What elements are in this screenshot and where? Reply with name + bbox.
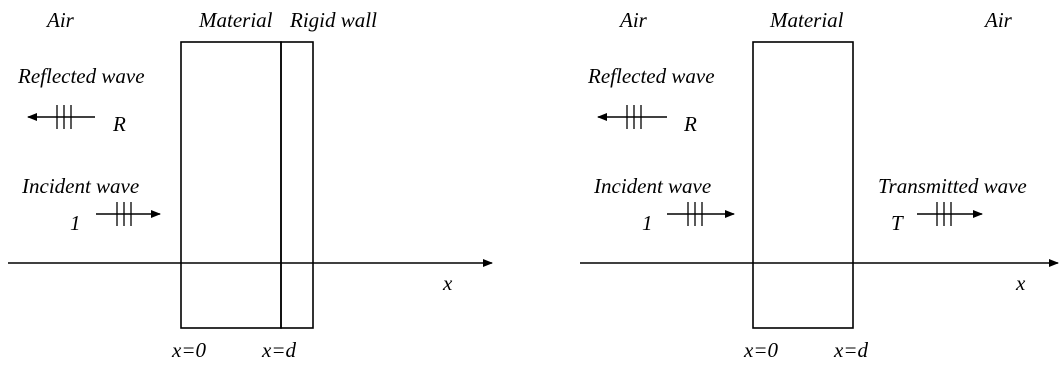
left-air-label: Air xyxy=(45,8,75,32)
left-panel: Air Material Rigid wall x Reflected wave… xyxy=(8,8,493,362)
right-reflected-wave-arrow xyxy=(597,105,667,129)
right-material-label: Material xyxy=(769,8,844,32)
right-incident-wave-arrow xyxy=(667,202,735,226)
left-x0-label: x=0 xyxy=(171,338,206,362)
left-incident-wave-label: Incident wave xyxy=(21,174,139,198)
right-panel: Air Material Air x Reflected wave R Inci… xyxy=(580,8,1059,362)
rigid-wall-block xyxy=(280,41,314,329)
right-incident-amplitude: 1 xyxy=(642,211,653,235)
right-air-right-label: Air xyxy=(983,8,1013,32)
right-air-left-label: Air xyxy=(618,8,648,32)
left-incident-amplitude: 1 xyxy=(70,211,81,235)
left-incident-wave-arrow xyxy=(96,202,161,226)
right-material-slab xyxy=(752,41,854,329)
right-xd-label: x=d xyxy=(833,338,868,362)
left-material-slab xyxy=(180,41,282,329)
rigid-wall-label: Rigid wall xyxy=(289,8,377,32)
transmitted-wave-label: Transmitted wave xyxy=(878,174,1027,198)
left-reflection-coefficient-r: R xyxy=(112,112,126,136)
right-incident-wave-label: Incident wave xyxy=(593,174,711,198)
right-x0-label: x=0 xyxy=(743,338,778,362)
right-reflection-coefficient-r: R xyxy=(683,112,697,136)
transmitted-wave-arrow xyxy=(917,202,983,226)
left-reflected-wave-label: Reflected wave xyxy=(17,64,145,88)
right-reflected-wave-label: Reflected wave xyxy=(587,64,715,88)
right-x-axis-label: x xyxy=(1015,271,1026,295)
left-xd-label: x=d xyxy=(261,338,296,362)
left-x-axis-label: x xyxy=(442,271,453,295)
left-reflected-wave-arrow xyxy=(27,105,95,129)
transmission-coefficient-t: T xyxy=(891,211,904,235)
left-material-label: Material xyxy=(198,8,273,32)
